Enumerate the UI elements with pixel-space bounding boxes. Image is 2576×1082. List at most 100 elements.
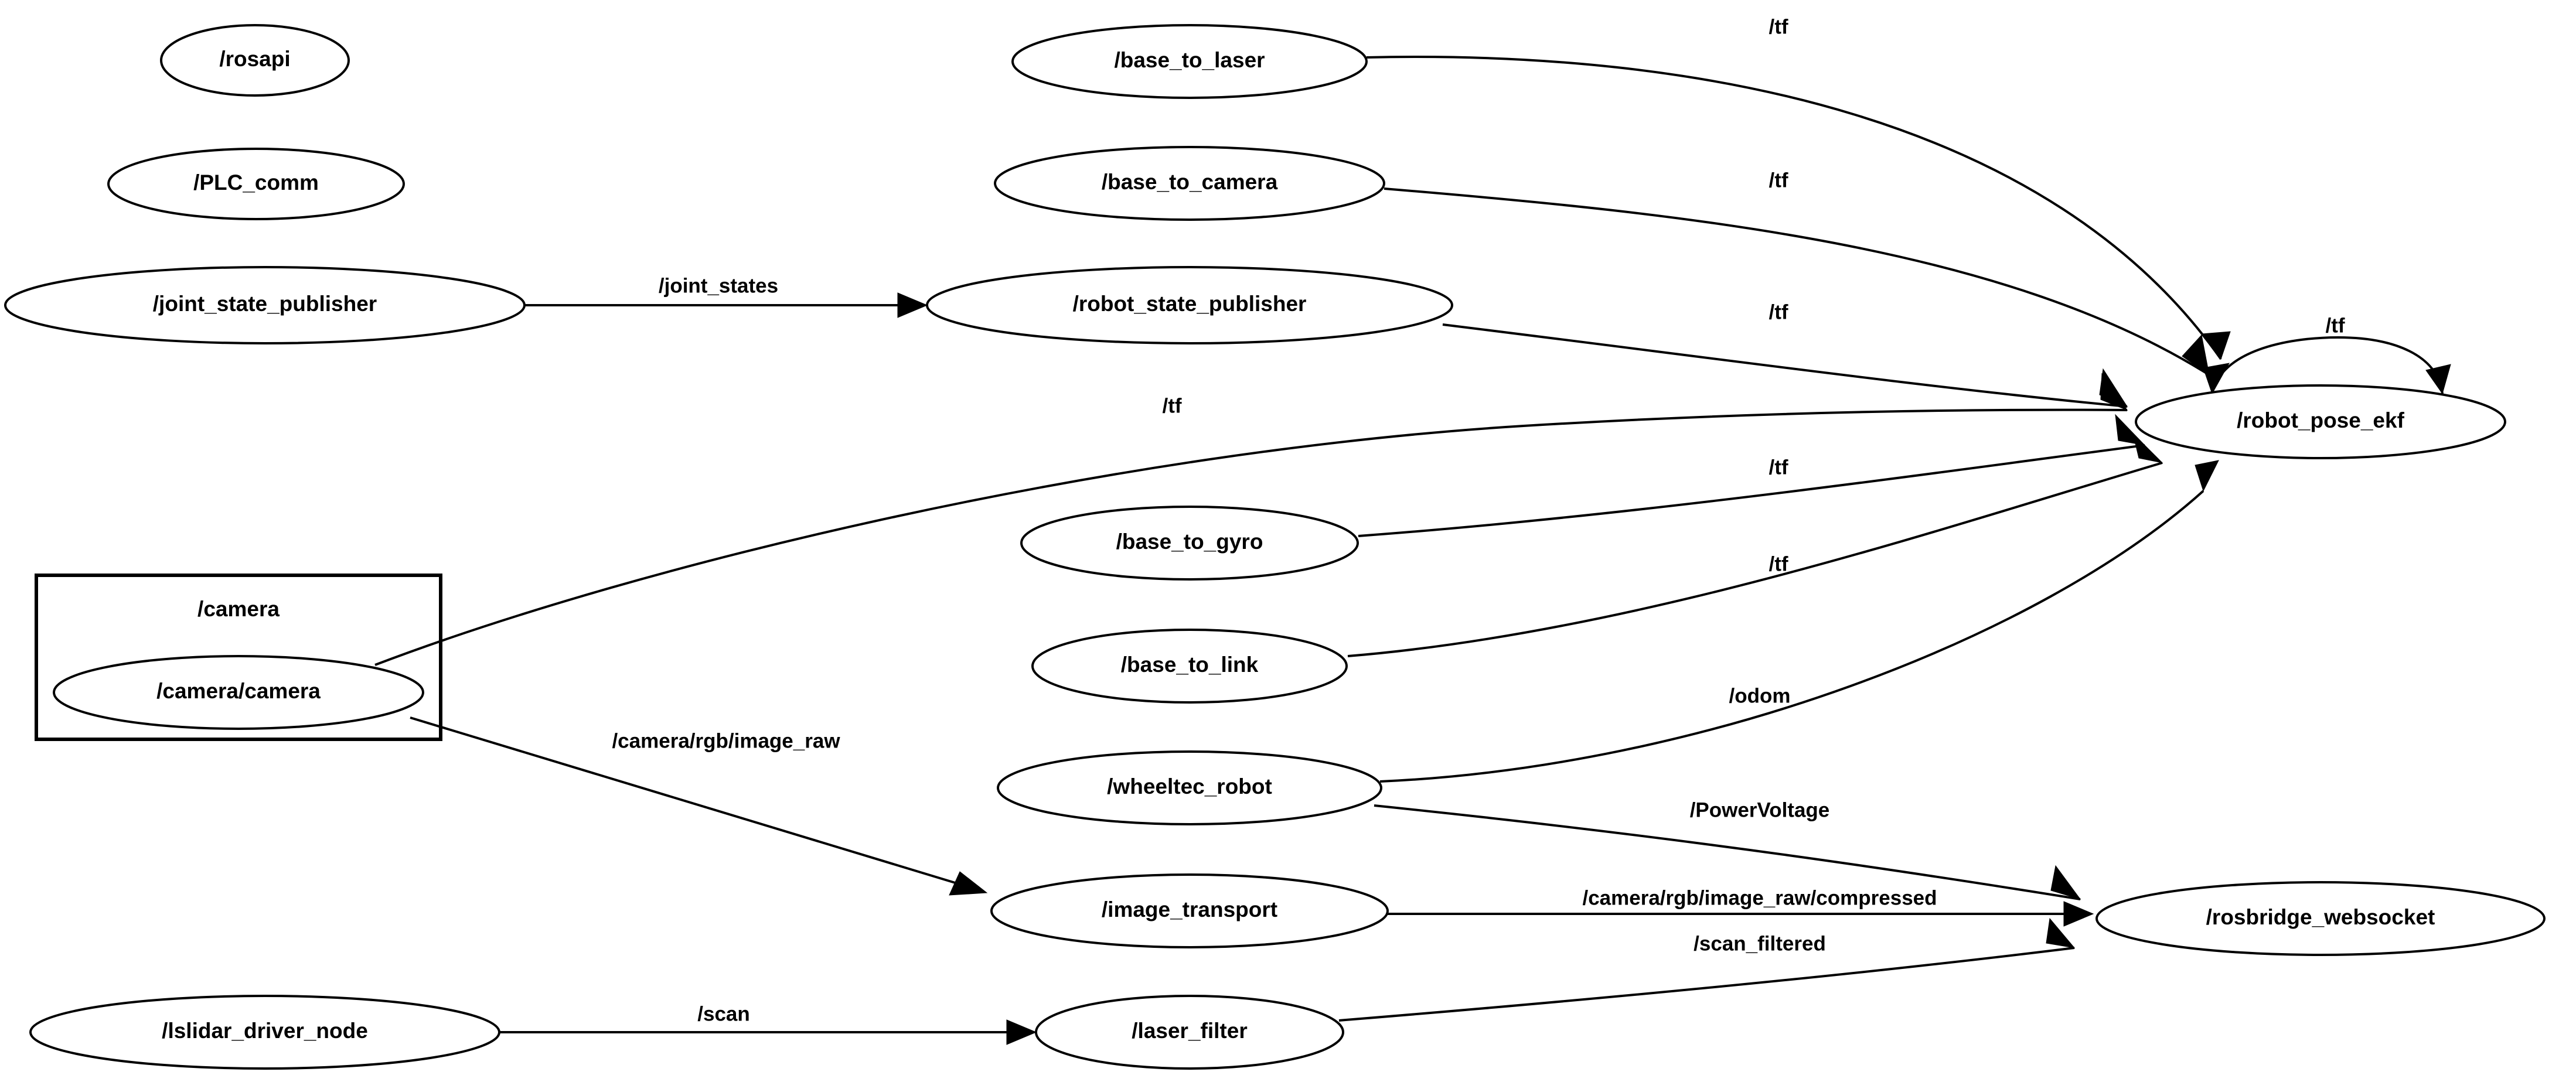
node-shape <box>926 266 1453 344</box>
node-shape <box>1011 24 1368 99</box>
node-label: /image_transport <box>1102 897 1277 921</box>
cluster-camera: /camera <box>35 574 442 741</box>
node-robot-pose-ekf[interactable]: /robot_pose_ekf <box>2135 384 2506 459</box>
edge-robot-state-publisher-to-robot-pose-ekf[interactable]: /tf <box>1442 301 2128 408</box>
node-label: /joint_state_publisher <box>153 292 377 316</box>
arrow-head <box>2425 364 2451 395</box>
node-base-to-camera[interactable]: /base_to_camera <box>994 146 1385 221</box>
node-shape <box>53 655 424 730</box>
edge-path <box>374 408 2128 666</box>
cluster-border <box>35 574 442 741</box>
edge-base-to-gyro-to-robot-pose-ekf[interactable]: /tf <box>1358 414 2146 537</box>
node-shape <box>1020 506 1359 581</box>
edge-label: /joint_states <box>659 274 778 297</box>
edge-path <box>2211 336 2444 394</box>
arrow-head <box>2100 373 2128 411</box>
edge-label: /odom <box>1729 684 1791 707</box>
edge-wheeltec-robot-to-rosbridge-websocket[interactable]: /PowerVoltage <box>1374 798 2081 900</box>
node-label: /wheeltec_robot <box>1107 774 1272 798</box>
edge-label: /tf <box>1769 301 1788 323</box>
node-shape <box>2095 881 2546 956</box>
edge-label: /camera/rgb/image_raw <box>612 729 840 752</box>
edge-camera-camera-to-image-transport[interactable]: /camera/rgb/image_raw <box>410 716 988 896</box>
edge-label: /tf <box>1769 456 1788 479</box>
arrow-head <box>2201 331 2231 360</box>
node-label: /base_to_laser <box>1114 48 1265 72</box>
edge-image-transport-to-rosbridge-websocket[interactable]: /camera/rgb/image_raw/compressed <box>1388 886 2094 927</box>
node-rosbridge-websocket[interactable]: /rosbridge_websocket <box>2095 881 2546 956</box>
edge-label: /tf <box>2325 314 2345 337</box>
node-label: /camera/camera <box>156 679 321 703</box>
node-laser-filter[interactable]: /laser_filter <box>1035 995 1344 1070</box>
node-label: /base_to_gyro <box>1116 530 1263 554</box>
edge-label: /PowerVoltage <box>1690 798 1830 821</box>
node-shape <box>29 995 500 1070</box>
arrow-head <box>2050 865 2081 900</box>
arrow-head <box>2046 917 2076 948</box>
node-joint-state-publisher[interactable]: /joint_state_publisher <box>4 266 526 344</box>
node-label: /rosbridge_websocket <box>2206 905 2435 929</box>
edge-camera-camera-to-robot-pose-ekf[interactable]: /tf <box>374 373 2128 666</box>
node-base-to-laser[interactable]: /base_to_laser <box>1011 24 1368 99</box>
edge-label: /camera/rgb/image_raw/compressed <box>1582 886 1937 909</box>
edge-joint-state-publisher-to-robot-state-publisher[interactable]: /joint_states <box>524 274 928 318</box>
node-label: /robot_pose_ekf <box>2237 408 2404 432</box>
arrow-head <box>897 292 928 318</box>
node-label: /base_to_link <box>1121 653 1259 677</box>
node-shape <box>1031 629 1348 704</box>
edge-layer: /tf /tf /tf /tf <box>374 15 2451 1045</box>
arrow-head <box>2203 363 2230 395</box>
node-label: /PLC_comm <box>193 170 319 194</box>
edge-label: /tf <box>1769 552 1788 575</box>
edge-path <box>410 716 962 886</box>
edge-base-to-link-to-robot-pose-ekf[interactable]: /tf <box>1347 432 2163 657</box>
node-rosapi[interactable]: /rosapi <box>160 24 350 97</box>
node-shape <box>994 146 1385 221</box>
node-wheeltec-robot[interactable]: /wheeltec_robot <box>997 750 1382 825</box>
arrow-head <box>1006 1019 1037 1045</box>
node-shape <box>990 873 1389 948</box>
arrow-head <box>2195 460 2219 492</box>
edge-path <box>1347 462 2163 657</box>
node-lslidar-driver-node[interactable]: /lslidar_driver_node <box>29 995 500 1070</box>
node-shape <box>2135 384 2506 459</box>
node-camera-camera[interactable]: /camera/camera <box>53 655 424 730</box>
edge-path <box>1338 947 2075 1022</box>
arrow-head <box>2182 334 2210 376</box>
node-shape <box>107 148 405 220</box>
edge-label: /tf <box>1162 394 1181 417</box>
edge-path <box>1366 56 2222 360</box>
edge-wheeltec-robot-to-robot-pose-ekf[interactable]: /odom <box>1379 460 2219 783</box>
node-robot-state-publisher[interactable]: /robot_state_publisher <box>926 266 1453 344</box>
edge-lslidar-driver-node-to-laser-filter[interactable]: /scan <box>499 1002 1037 1045</box>
cluster-label: /camera <box>197 597 280 621</box>
edge-path <box>1384 187 2210 376</box>
arrow-head <box>949 871 988 896</box>
node-label: /robot_state_publisher <box>1073 292 1307 316</box>
edge-label: /scan_filtered <box>1694 932 1826 955</box>
node-label: /laser_filter <box>1132 1019 1247 1043</box>
node-base-to-link[interactable]: /base_to_link <box>1031 629 1348 704</box>
edge-label: /scan <box>697 1002 750 1025</box>
node-layer: /rosapi /PLC_comm /joint_state_publisher… <box>4 24 2546 1070</box>
edge-laser-filter-to-rosbridge-websocket[interactable]: /scan_filtered <box>1338 917 2076 1022</box>
node-label: /rosapi <box>219 47 290 71</box>
edge-path <box>1379 490 2204 783</box>
node-shape <box>160 24 350 97</box>
node-base-to-gyro[interactable]: /base_to_gyro <box>1020 506 1359 581</box>
edge-robot-pose-ekf-self-loop[interactable]: /tf <box>2203 314 2451 395</box>
node-label: /base_to_camera <box>1102 170 1278 194</box>
node-shape <box>4 266 526 344</box>
edge-base-to-laser-to-robot-pose-ekf[interactable]: /tf <box>1366 15 2231 360</box>
edge-path <box>1358 444 2145 537</box>
edge-base-to-camera-to-robot-pose-ekf[interactable]: /tf <box>1384 169 2210 376</box>
node-image-transport[interactable]: /image_transport <box>990 873 1389 948</box>
node-shape <box>1035 995 1344 1070</box>
edge-label: /tf <box>1769 15 1788 38</box>
node-plc-comm[interactable]: /PLC_comm <box>107 148 405 220</box>
node-label: /lslidar_driver_node <box>162 1019 368 1043</box>
arrow-head <box>2063 901 2094 927</box>
arrow-head <box>2132 432 2163 463</box>
